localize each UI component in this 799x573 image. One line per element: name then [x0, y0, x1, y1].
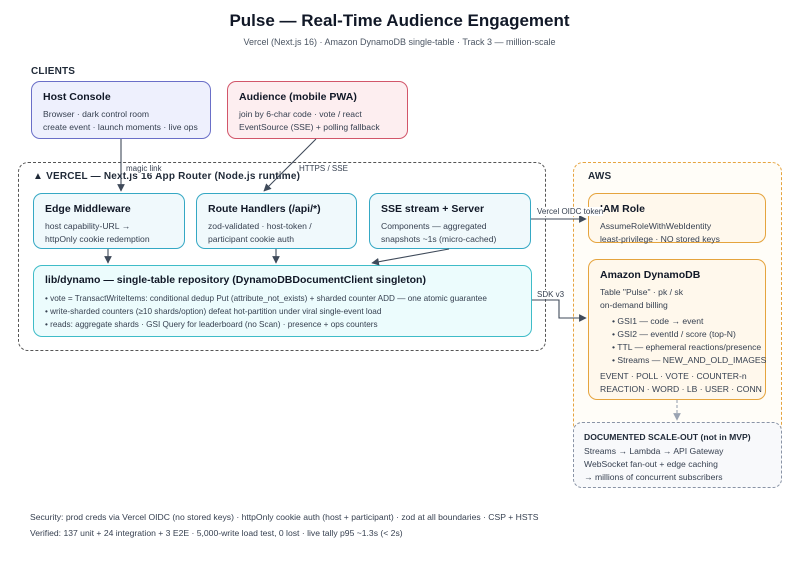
dynamodb-index-item: • GSI1 — code → event	[612, 316, 704, 326]
dynamodb-index-item: • Streams — NEW_AND_OLD_IMAGES	[612, 355, 767, 365]
dynamodb-title: Amazon DynamoDB	[600, 269, 701, 281]
dynamodb-line: on-demand billing	[600, 300, 668, 310]
dynamodb-entities-line: EVENT · POLL · VOTE · COUNTER-n	[600, 371, 747, 381]
clients-section-label: CLIENTS	[31, 66, 76, 77]
host-console-line: create event · launch moments · live ops	[43, 122, 198, 132]
edge-middleware-line: host capability-URL →	[45, 221, 131, 231]
dynamodb-line: Table "Pulse" · pk / sk	[600, 287, 683, 297]
edge-label-sdk-v3: SDK v3	[537, 290, 565, 299]
scale-out-line: → millions of concurrent subscribers	[584, 472, 723, 482]
iam-role-title: IAM Role	[600, 203, 645, 215]
edge-label-magic-link: magic link	[126, 164, 162, 173]
scale-out-line: WebSocket fan-out + edge caching	[584, 459, 718, 469]
arrow-lib-to-dynamodb	[532, 299, 587, 322]
sse-stream-title: SSE stream + Server	[381, 203, 485, 215]
route-handlers-line: zod-validated · host-token /	[208, 221, 312, 231]
dynamodb-index-item: • GSI2 — eventId / score (top-N)	[612, 329, 736, 339]
diagram-subtitle: Vercel (Next.js 16) · Amazon DynamoDB si…	[243, 37, 556, 47]
edge-middleware-title: Edge Middleware	[45, 203, 131, 215]
edge-middleware-line: httpOnly cookie redemption	[45, 234, 150, 244]
dynamodb-box: Amazon DynamoDB Table "Pulse" · pk / sk …	[588, 259, 766, 400]
lib-dynamo-line: • vote = TransactWriteItems: conditional…	[45, 294, 487, 303]
edge-label-oidc-token: Vercel OIDC token	[537, 207, 604, 216]
aws-section-label: AWS	[588, 171, 612, 182]
arrow-sse-to-lib	[371, 248, 450, 266]
host-console-box: Host Console Browser · dark control room…	[31, 81, 211, 139]
route-handlers-line: participant cookie auth	[208, 234, 294, 244]
scale-out-line: Streams → Lambda → API Gateway	[584, 446, 724, 456]
host-console-title: Host Console	[43, 91, 111, 103]
host-console-line: Browser · dark control room	[43, 109, 150, 119]
footer-security: Security: prod creds via Vercel OIDC (no…	[30, 512, 539, 522]
dynamodb-entities-line: REACTION · WORD · LB · USER · CONN	[600, 384, 762, 394]
audience-pwa-line: join by 6-char code · vote / react	[239, 109, 362, 119]
audience-pwa-box: Audience (mobile PWA) join by 6-char cod…	[227, 81, 408, 139]
route-handlers-box: Route Handlers (/api/*) zod-validated · …	[196, 193, 357, 249]
lib-dynamo-line: • write-sharded counters (≥10 shards/opt…	[45, 307, 382, 316]
iam-role-box: IAM Role AssumeRoleWithWebIdentity least…	[588, 193, 766, 244]
sse-stream-box: SSE stream + Server Components — aggrega…	[369, 193, 531, 249]
route-handlers-title: Route Handlers (/api/*)	[208, 203, 321, 215]
vercel-section-label: ▲ VERCEL — Next.js 16 App Router (Node.j…	[33, 171, 301, 182]
audience-pwa-line: EventSource (SSE) + polling fallback	[239, 122, 380, 132]
sse-stream-line: snapshots ~1s (micro-cached)	[381, 234, 497, 244]
edge-label-https-sse: HTTPS / SSE	[299, 164, 348, 173]
lib-dynamo-box: lib/dynamo — single-table repository (Dy…	[33, 265, 532, 337]
lib-dynamo-title: lib/dynamo — single-table repository (Dy…	[45, 274, 426, 286]
diagram-title: Pulse — Real-Time Audience Engagement	[229, 11, 570, 30]
footer-verified: Verified: 137 unit + 24 integration + 3 …	[30, 528, 403, 538]
arrow-audience-to-routes	[263, 138, 317, 192]
scale-out-title: DOCUMENTED SCALE-OUT (not in MVP)	[584, 432, 751, 442]
lib-dynamo-line: • reads: aggregate shards · GSI Query fo…	[45, 320, 378, 329]
edge-middleware-box: Edge Middleware host capability-URL → ht…	[33, 193, 185, 249]
audience-pwa-title: Audience (mobile PWA)	[239, 91, 357, 103]
dynamodb-index-item: • TTL — ephemeral reactions/presence	[612, 342, 762, 352]
vercel-container	[18, 162, 546, 351]
iam-role-line: least-privilege · NO stored keys	[600, 234, 720, 244]
sse-stream-line: Components — aggregated	[381, 221, 487, 231]
scale-out-box: DOCUMENTED SCALE-OUT (not in MVP) Stream…	[573, 422, 782, 488]
iam-role-line: AssumeRoleWithWebIdentity	[600, 221, 712, 231]
